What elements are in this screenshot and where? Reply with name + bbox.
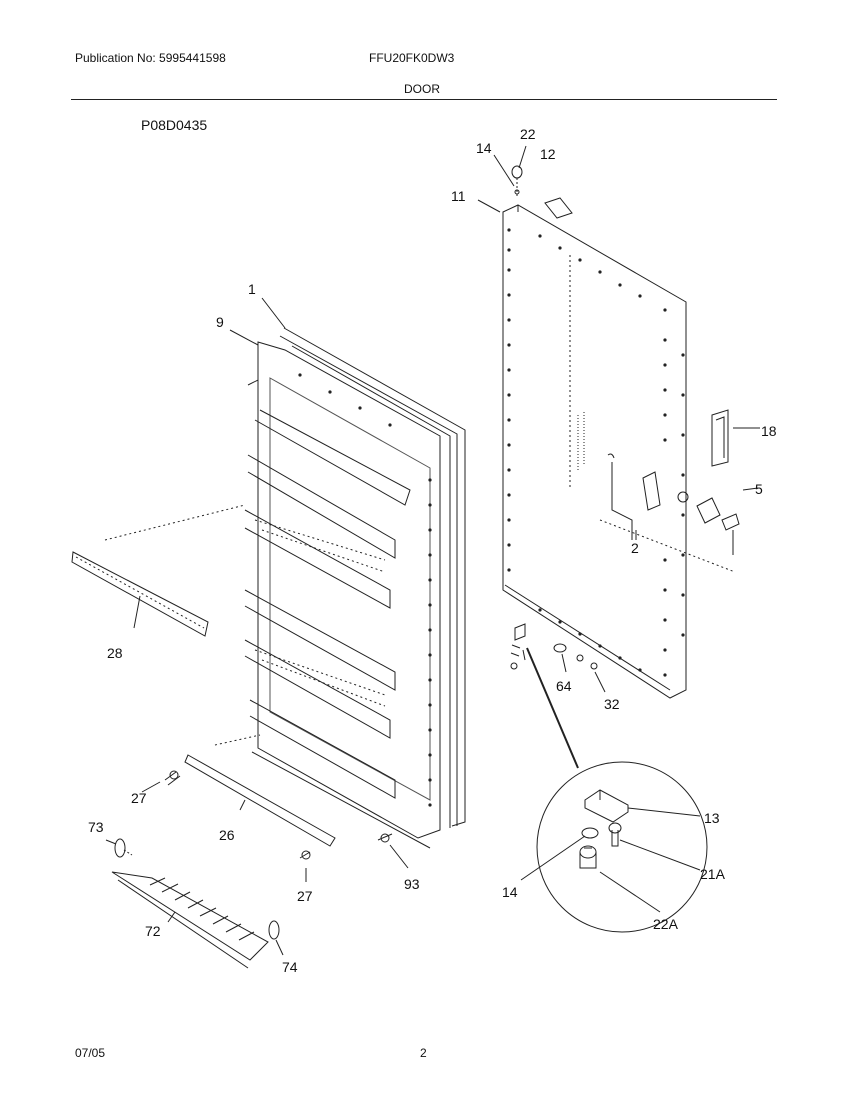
footer-date: 07/05 bbox=[75, 1046, 106, 1060]
callout-2: 2 bbox=[631, 540, 639, 556]
callout-18: 18 bbox=[761, 423, 777, 439]
plug-64 bbox=[553, 643, 567, 653]
screw-27-lower bbox=[299, 850, 311, 860]
callout-28: 28 bbox=[107, 645, 123, 661]
callout-74: 74 bbox=[282, 959, 298, 975]
callout-73: 73 bbox=[88, 819, 104, 835]
door-liner bbox=[244, 327, 466, 849]
callout-22: 22 bbox=[520, 126, 536, 142]
lock-assembly-2 bbox=[607, 453, 661, 540]
bottom-rail-26 bbox=[184, 734, 336, 847]
callout-5: 5 bbox=[755, 481, 763, 497]
page-number: 2 bbox=[420, 1046, 427, 1060]
hinge-pin-22 bbox=[511, 165, 523, 196]
callout-22A: 22A bbox=[653, 916, 679, 932]
callout-1: 1 bbox=[248, 281, 256, 297]
hinge-bracket-small bbox=[510, 623, 526, 670]
callout-72: 72 bbox=[145, 923, 161, 939]
basket-hinge-74 bbox=[268, 920, 280, 940]
outer-door-panel bbox=[502, 197, 687, 699]
diagram-id: P08D0435 bbox=[141, 117, 208, 133]
screw-27-upper bbox=[164, 770, 181, 786]
lock-cylinder-5 bbox=[599, 491, 740, 573]
callout-27-lower: 27 bbox=[297, 888, 313, 904]
callout-12: 12 bbox=[540, 146, 556, 162]
callout-26: 26 bbox=[219, 827, 235, 843]
leader-lines bbox=[105, 145, 760, 956]
basket-hinge-73 bbox=[114, 838, 133, 858]
callout-21A: 21A bbox=[700, 866, 726, 882]
door-basket-72 bbox=[111, 871, 269, 969]
callout-14-detail: 14 bbox=[502, 884, 518, 900]
hinge-detail bbox=[526, 647, 708, 933]
handle-18 bbox=[711, 409, 729, 467]
callout-13: 13 bbox=[704, 810, 720, 826]
callout-labels: 1 9 28 27 26 73 72 74 27 93 11 14 22 12 … bbox=[88, 126, 777, 975]
callout-64: 64 bbox=[556, 678, 572, 694]
callout-32: 32 bbox=[604, 696, 620, 712]
publication-number: Publication No: 5995441598 bbox=[75, 51, 226, 65]
plug-32 bbox=[576, 654, 598, 670]
callout-93: 93 bbox=[404, 876, 420, 892]
callout-14-top: 14 bbox=[476, 140, 492, 156]
section-title: DOOR bbox=[404, 82, 440, 96]
callout-9: 9 bbox=[216, 314, 224, 330]
screw-93 bbox=[377, 833, 393, 843]
shelf-rail-28 bbox=[71, 504, 246, 637]
header-divider bbox=[71, 99, 777, 100]
callout-11: 11 bbox=[451, 188, 466, 204]
callout-27-upper: 27 bbox=[131, 790, 147, 806]
model-number: FFU20FK0DW3 bbox=[369, 51, 455, 65]
